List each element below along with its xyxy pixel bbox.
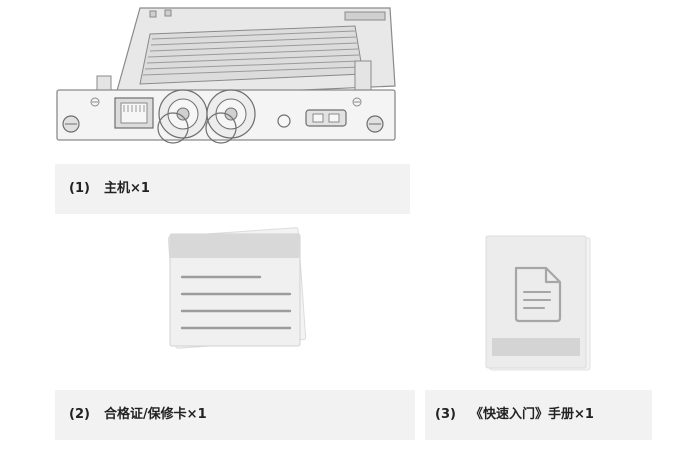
quick-start-manual-illustration — [484, 234, 594, 374]
warranty-card-illustration — [160, 222, 310, 352]
bnc-connector-right — [205, 89, 256, 144]
caption-item-2: (2) 合格证/保修卡×1 — [55, 390, 415, 440]
manual-book-icon — [485, 235, 591, 371]
item-label: 合格证/保修卡×1 — [103, 407, 207, 422]
item-number: (3) — [435, 407, 456, 422]
bnc-connector-left — [157, 89, 208, 144]
item-number: (2) — [69, 407, 90, 422]
warranty-card-icon — [167, 227, 307, 349]
caption-item-3: (3) 《快速入门》手册×1 — [425, 390, 652, 440]
device-module-illustration — [55, 6, 400, 146]
item-number: (1) — [69, 181, 90, 196]
device-module-icon — [56, 7, 396, 144]
item-label: 《快速入门》手册×1 — [469, 407, 594, 422]
item-label: 主机×1 — [103, 181, 150, 196]
caption-item-1: (1) 主机×1 — [55, 164, 410, 214]
